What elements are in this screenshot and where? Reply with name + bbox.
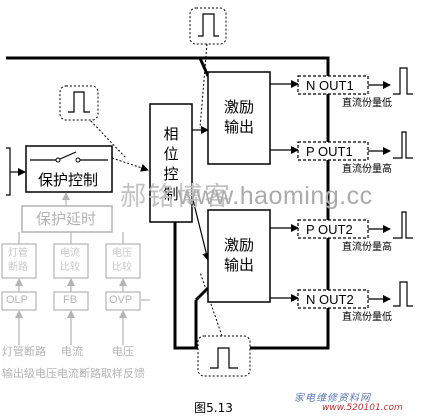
out-p2-note: 直流份量高	[342, 242, 392, 253]
bottom-label-3: 电压	[112, 345, 134, 358]
figure-caption: 图5.13	[194, 401, 233, 415]
drive-2-label-line2: 输出	[224, 256, 255, 274]
out-p1-label: P OUT1	[306, 144, 353, 159]
bottom-note: 输出级电压电流断路取样反馈	[2, 367, 145, 380]
pulse-bottom-icon	[210, 347, 238, 369]
protect-control-block	[25, 145, 113, 193]
drive-2-label-line1: 激励	[224, 236, 255, 254]
power-bus	[6, 56, 330, 350]
site-url: www.520101.com	[322, 403, 403, 413]
phase-control-block	[149, 103, 193, 223]
phase-control-label: 相 位 控 制	[160, 124, 182, 204]
pulse-top-icon	[198, 13, 219, 37]
waveform-p1-icon	[393, 131, 413, 159]
protect-control-label: 保护控制	[38, 171, 99, 189]
waveform-p2-icon	[393, 211, 413, 239]
waveform-n2-icon	[393, 281, 413, 307]
pin-olp-label: OLP	[6, 294, 29, 306]
switch-blade	[59, 151, 77, 160]
compare-2-line2: 比较	[60, 262, 80, 273]
pulse-callout-top	[189, 7, 227, 45]
phase-char-4: 制	[163, 185, 179, 203]
pulse-bottom-pointer	[199, 271, 223, 337]
phase-to-drive2	[191, 195, 211, 261]
waveform-n1-icon	[393, 67, 413, 95]
pin-ovp-label: OVP	[109, 294, 133, 306]
compare-1-line2: 断路	[8, 262, 28, 273]
out-box-n1	[297, 75, 369, 95]
compare-1-line1: 灯管	[8, 248, 28, 259]
out-box-n2	[297, 289, 369, 309]
protect-to-phase	[111, 157, 149, 172]
drive-block-2	[207, 209, 271, 303]
out-n2-label: N OUT2	[306, 292, 354, 307]
out-n1-note: 直流份量低	[342, 98, 392, 109]
compare-2-line1: 电流	[60, 248, 80, 259]
compare-3-line2: 比较	[112, 262, 132, 273]
pin-fb-label: FB	[63, 294, 78, 306]
bus-to-drive1	[198, 57, 210, 77]
out-p2-label: P OUT2	[306, 222, 353, 237]
watermark-url: www.haoming.cc	[178, 182, 373, 210]
phase-char-1: 相	[163, 125, 179, 143]
site-name: 家电维修资料网	[294, 393, 371, 404]
switch-contact-left	[55, 157, 61, 163]
pulse-callout-bottom	[197, 335, 251, 377]
compare-3-line1: 电压	[112, 248, 132, 259]
pulse-callout-left	[59, 85, 99, 121]
watermark-cn: 郝铭博客	[120, 182, 233, 212]
pulse-left-icon	[68, 91, 90, 113]
out-n2-note: 直流份量低	[342, 312, 392, 323]
switch-contact-right	[75, 157, 81, 163]
out-box-p2	[297, 219, 369, 239]
drive-1-label-line1: 激励	[224, 98, 255, 116]
drive-block-1	[207, 71, 271, 165]
protect-delay-label: 保护延时	[36, 210, 97, 228]
protect-delay-block	[21, 205, 113, 233]
phase-char-3: 控	[163, 165, 179, 183]
left-block-edge	[6, 147, 11, 196]
bottom-label-1: 灯管断路	[2, 345, 46, 358]
bottom-label-2: 电流	[61, 345, 83, 358]
out-n1-label: N OUT1	[306, 78, 354, 93]
out-box-p1	[297, 141, 369, 161]
out-p1-note: 直流份量高	[342, 164, 392, 175]
pulse-left-pointer	[87, 117, 127, 159]
drive-1-label-line2: 输出	[224, 118, 255, 136]
phase-char-2: 位	[163, 145, 179, 163]
